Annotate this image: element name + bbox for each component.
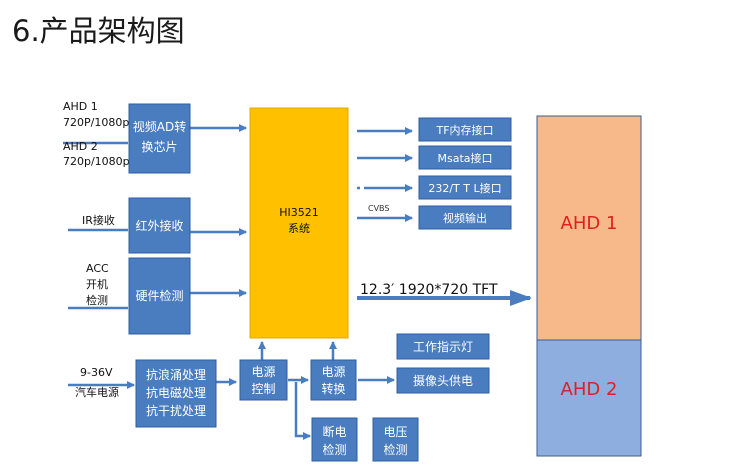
tf-interface-block	[418, 117, 512, 142]
protection-block	[135, 359, 217, 428]
voltage-detect-block	[372, 417, 419, 462]
ahd1-label: AHD 1	[63, 100, 98, 113]
ad-chip-label-2: 换芯片	[141, 140, 177, 154]
voltage-detect-label-1: 电压	[383, 425, 407, 439]
ir-label: IR接收	[82, 213, 115, 227]
msata-interface-label: Msata接口	[437, 152, 492, 165]
poweroff-detect-label-2: 检测	[322, 442, 346, 457]
video-output-label: 视频输出	[443, 211, 487, 225]
uart-interface-label: 232/T T L接口	[428, 182, 501, 195]
indicator-light-label: 工作指示灯	[413, 339, 473, 354]
power-control-block	[239, 359, 288, 401]
voltage-detect-label-2: 检测	[383, 442, 407, 457]
infrared-label: 红外接收	[135, 218, 183, 233]
ad-chip-label-1: 视频AD转	[133, 119, 186, 134]
video-output-block	[418, 205, 512, 230]
hw-detect-block	[128, 257, 191, 335]
ahd1-res-label: 720P/1080p	[63, 116, 129, 129]
display-bottom-region	[536, 339, 642, 457]
power-control-label-2: 控制	[251, 382, 275, 396]
camera-power-label: 摄像头供电	[413, 373, 473, 388]
power-conversion-label-2: 转换	[321, 381, 345, 396]
poweroff-detect-label-1: 断电	[322, 424, 346, 439]
msata-interface-block	[418, 145, 512, 170]
display-bottom-label: AHD 2	[561, 379, 618, 400]
protection-label-1: 抗浪涌处理	[146, 367, 206, 382]
protection-label-2: 抗电磁处理	[146, 385, 206, 400]
indicator-light-block	[396, 333, 490, 360]
power-conversion-label-1: 电源	[321, 365, 345, 379]
ahd2-label: AHD 2	[63, 140, 98, 153]
display-top-label: AHD 1	[561, 213, 618, 234]
display-top-region	[536, 115, 642, 341]
cvbs-label: CVBS	[368, 204, 389, 213]
power-voltage-label: 9-36V	[80, 366, 113, 379]
poweroff-detect-block	[311, 417, 358, 462]
protection-label-3: 抗干扰处理	[146, 403, 206, 418]
power-source-label: 汽车电源	[75, 385, 119, 399]
soc-system-label: 系统	[288, 222, 310, 235]
tft-spec-label: 12.3′ 1920*720 TFT	[360, 282, 498, 298]
ahd2-res-label: 720p/1080p	[63, 155, 130, 168]
power-conversion-block	[310, 359, 357, 401]
uart-interface-block	[418, 175, 512, 200]
acc-detect-label: 检测	[86, 293, 108, 307]
acc-label: ACC	[86, 262, 109, 275]
infrared-block	[128, 197, 191, 254]
ad-chip-block	[128, 103, 191, 174]
power-control-label-1: 电源	[251, 365, 275, 379]
tf-interface-label: TF内存接口	[435, 123, 493, 137]
hw-detect-label: 硬件检测	[135, 288, 183, 303]
ctrl-to-poweroff-arrow	[294, 382, 311, 440]
acc-boot-label: 开机	[86, 277, 108, 291]
soc-block	[249, 107, 349, 339]
camera-power-block	[396, 367, 490, 394]
page-title: 6.产品架构图	[12, 14, 185, 48]
soc-model-label: HI3521	[279, 206, 319, 219]
